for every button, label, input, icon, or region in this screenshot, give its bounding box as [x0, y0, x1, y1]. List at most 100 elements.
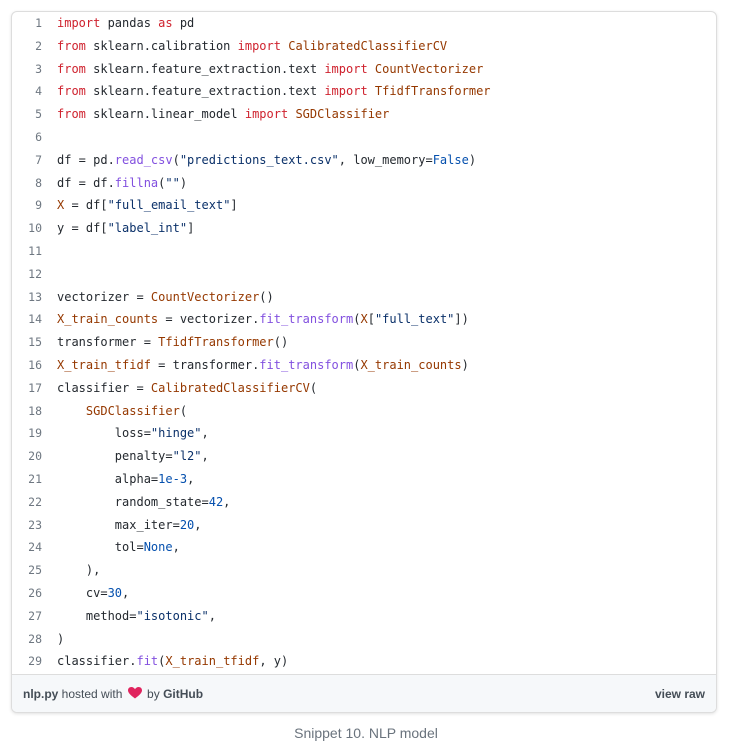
code-token: sklearn.feature_extraction.text	[85, 61, 325, 76]
code-token: X_train_counts	[360, 358, 462, 372]
line-number: 12	[28, 266, 42, 281]
code-token: from	[57, 61, 86, 76]
line-number: 7	[35, 152, 42, 167]
code-token: import	[237, 38, 281, 53]
code-token: from	[57, 107, 86, 122]
code-token: sklearn.calibration	[85, 38, 238, 53]
code-token: )	[57, 631, 65, 646]
code-token: from	[57, 84, 86, 99]
code-token: from	[57, 38, 86, 53]
code-token: (	[158, 175, 166, 190]
code-token: SGDClassifier	[85, 403, 180, 418]
code-token: X_train_tfidf	[57, 358, 151, 372]
code-token: random_state=	[57, 494, 209, 509]
code-text: ),	[57, 559, 100, 581]
gist-filename-link[interactable]: nlp.py	[23, 687, 59, 701]
code-text: X = df["full_email_text"]	[57, 194, 238, 216]
code-token: "l2"	[172, 449, 202, 464]
code-token: )	[179, 175, 188, 190]
code-line: 20 penalty="l2",	[12, 445, 716, 467]
code-token: alpha=	[57, 472, 159, 486]
code-token: "predictions_text.csv"	[179, 152, 339, 167]
code-token: classifier =	[57, 380, 151, 395]
code-token: sklearn.linear_model	[85, 107, 245, 122]
code-token: False	[432, 152, 469, 167]
code-token: , low_memory=	[338, 152, 433, 167]
code-token: import	[324, 61, 368, 76]
code-text: df = df.fillna("")	[57, 172, 187, 194]
code-token: import	[244, 107, 289, 122]
code-text: X_train_tfidf = transformer.fit_transfor…	[57, 354, 469, 376]
code-token: "full_email_text"	[107, 198, 231, 213]
code-token: CalibratedClassifierCV	[150, 380, 310, 395]
code-token: TfidfTransformer	[374, 84, 491, 99]
line-number: 8	[35, 175, 42, 190]
code-token: ]	[187, 221, 195, 236]
line-number: 24	[28, 540, 42, 555]
code-token: ,	[194, 517, 202, 532]
code-token: CountVectorizer	[374, 61, 484, 76]
code-line: 11	[12, 240, 716, 262]
code-token: 20	[179, 517, 195, 532]
code-line: 22 random_state=42,	[12, 491, 716, 513]
line-number: 14	[28, 312, 42, 327]
code-text: y = df["label_int"]	[57, 217, 194, 239]
code-text: penalty="l2",	[57, 445, 209, 467]
code-token: max_iter=	[57, 517, 180, 532]
code-token: (	[353, 312, 361, 327]
code-token: [	[367, 312, 375, 327]
line-number: 15	[28, 335, 42, 350]
gist-meta-footer: nlp.py hosted with by GitHub view raw	[12, 674, 716, 712]
code-token: tol=	[57, 540, 144, 555]
code-text: SGDClassifier(	[57, 400, 187, 422]
code-token: TfidfTransformer	[158, 335, 274, 350]
code-token: classifier.	[57, 654, 137, 669]
code-token: 42	[208, 494, 224, 509]
code-line: 24 tol=None,	[12, 536, 716, 558]
code-token: "label_int"	[107, 221, 188, 236]
code-token: ()	[273, 335, 289, 350]
code-token: X_train_tfidf	[165, 654, 260, 669]
github-link[interactable]: GitHub	[163, 687, 204, 701]
code-line: 8 df = df.fillna("")	[12, 172, 716, 194]
line-number: 4	[35, 84, 42, 99]
heart-icon	[127, 687, 142, 699]
code-line: 15 transformer = TfidfTransformer()	[12, 331, 716, 353]
line-number: 23	[28, 517, 42, 532]
code-text: method="isotonic",	[57, 605, 216, 627]
code-token: fit_transform	[259, 312, 354, 327]
code-token	[368, 84, 375, 98]
line-number: 26	[28, 586, 42, 600]
code-token: df = pd.	[57, 152, 115, 167]
code-token: fit_transform	[259, 358, 354, 372]
code-token: pd	[172, 16, 195, 30]
code-text: transformer = TfidfTransformer()	[57, 331, 288, 353]
code-token: 1e-3	[158, 472, 188, 486]
code-text: classifier = CalibratedClassifierCV(	[57, 377, 317, 399]
code-token: transformer =	[57, 335, 159, 350]
code-token: import	[324, 84, 368, 99]
code-line: 6	[12, 126, 716, 148]
line-number: 28	[28, 631, 42, 646]
code-line: 23 max_iter=20,	[12, 514, 716, 536]
code-line: 25 ),	[12, 559, 716, 581]
line-number: 6	[35, 130, 42, 144]
line-number: 10	[28, 221, 42, 236]
code-token: (	[179, 403, 188, 418]
by-text: by	[143, 687, 164, 701]
code-token: 30	[107, 586, 123, 600]
view-raw-link[interactable]: view raw	[654, 687, 705, 701]
line-number: 29	[28, 654, 42, 669]
code-token: import	[57, 16, 101, 30]
code-token: , y)	[259, 654, 289, 669]
code-token: ,	[187, 472, 195, 486]
code-token: loss=	[57, 426, 151, 441]
code-line: 28)	[12, 628, 716, 650]
